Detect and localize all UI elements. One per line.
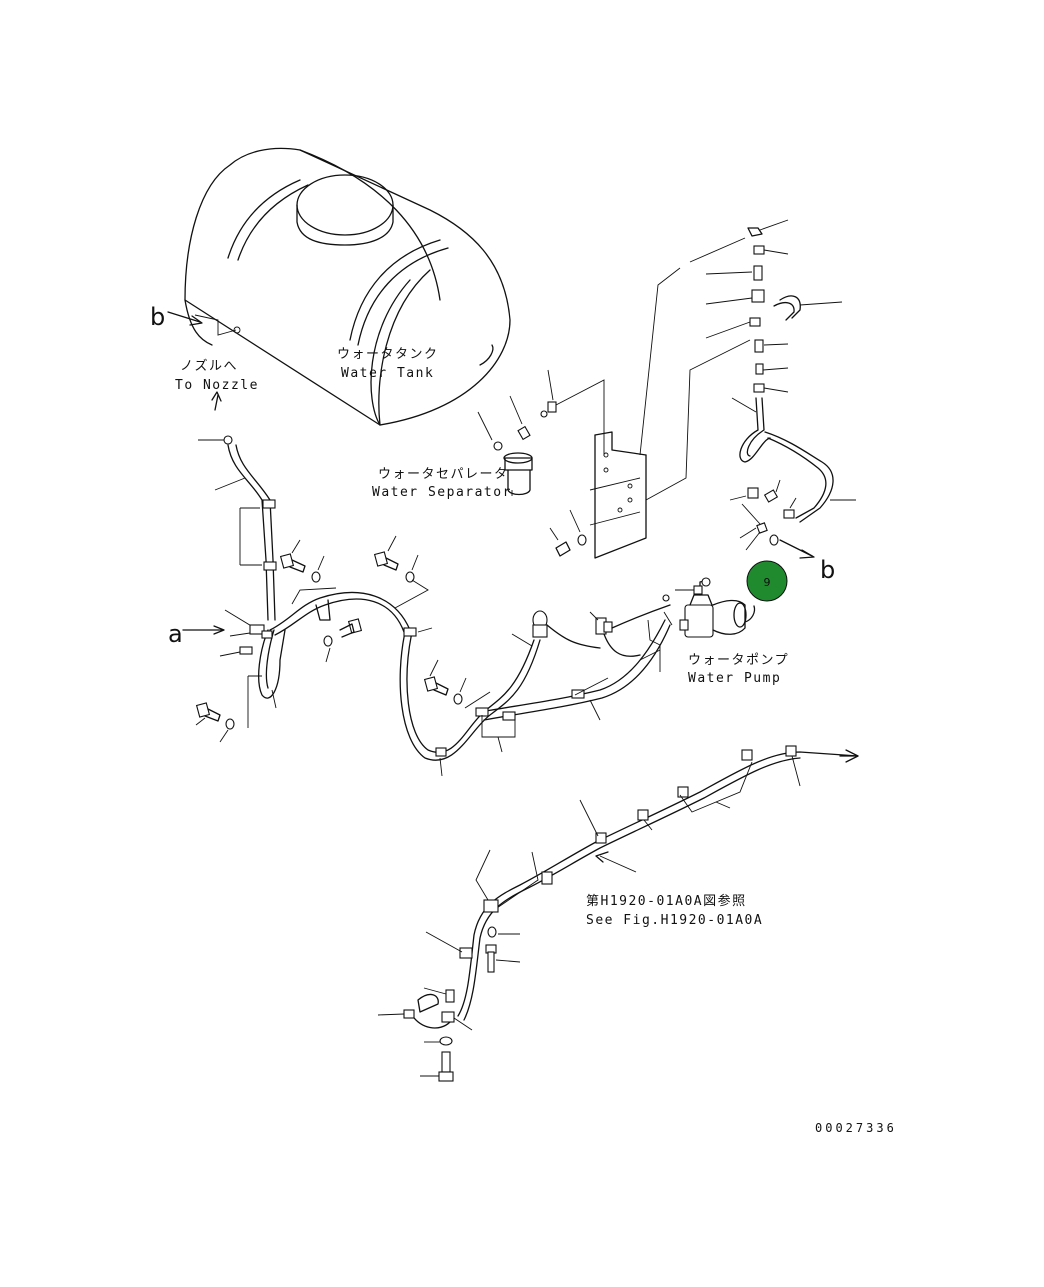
leader-fitting-top <box>689 237 746 263</box>
connector-a-left: a <box>168 620 183 648</box>
arrow-b-right <box>779 539 815 559</box>
bolt-left-2 <box>195 702 235 743</box>
right-hose <box>729 397 856 551</box>
leader-left-hose <box>271 689 277 709</box>
tank-label-jp: ウォータタンク <box>337 347 439 362</box>
bottom-connector <box>377 987 473 1082</box>
leader-clamp <box>291 587 337 605</box>
bolt-mid-lower <box>423 659 467 705</box>
leader-bracket-right <box>645 339 751 501</box>
mount-bracket <box>549 431 647 559</box>
clamp-mid <box>315 599 331 621</box>
separator-label-jp: ウォータセパレータ <box>378 467 509 482</box>
ref-label-jp: 第H1920-01A0A図参照 <box>586 893 747 909</box>
harness-pump <box>511 594 673 672</box>
pump-label-en: Water Pump <box>688 671 781 686</box>
water-separator <box>477 369 605 496</box>
arrow-to-nozzle <box>211 391 222 411</box>
ref-label-en: See Fig.H1920-01A0A <box>586 913 763 928</box>
tank-label-en: Water Tank <box>341 366 434 381</box>
connector-b-right: b <box>820 556 835 584</box>
water-pump <box>675 577 756 638</box>
leader-bracket-top <box>639 267 681 456</box>
bolt-left-1 <box>279 539 325 583</box>
bolt-left-3 <box>323 618 363 663</box>
bolt-mid-top <box>373 535 429 609</box>
pump-label-jp: ウォータポンプ <box>688 653 789 668</box>
connector-b-left: b <box>150 303 165 331</box>
arrow-a-left <box>182 625 225 635</box>
separator-label-en: Water Separator <box>372 485 512 500</box>
nozzle-label-jp: ノズルへ <box>180 358 238 374</box>
arrow-b-left <box>167 311 237 336</box>
main-hose-middle <box>399 619 671 777</box>
lower-harness <box>425 745 859 1021</box>
bracket-line-left <box>247 675 262 728</box>
callout-9[interactable]: 9 <box>746 560 788 602</box>
drawing-number: 00027336 <box>815 1121 897 1135</box>
callout-number: 9 <box>764 576 771 589</box>
left-hose <box>198 435 411 699</box>
water-tank <box>184 147 511 426</box>
nozzle-label-en: To Nozzle <box>175 378 259 393</box>
fittings-stack <box>705 219 843 393</box>
